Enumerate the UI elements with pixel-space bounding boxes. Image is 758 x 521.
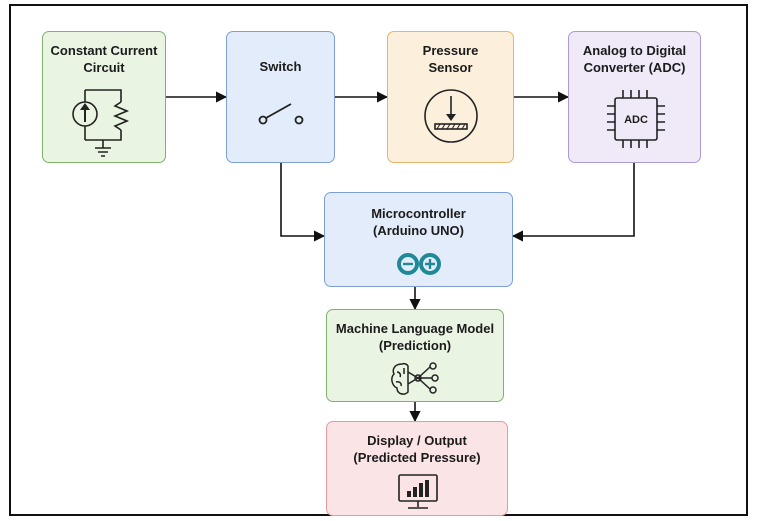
pressure-sensor-title: Pressure Sensor — [422, 43, 479, 75]
microcontroller-block: Microcontroller (Arduino UNO) — [324, 192, 513, 287]
arduino-logo-icon — [397, 253, 441, 275]
adc-chip-label: ADC — [624, 114, 648, 126]
pressure-sensor-block: Pressure Sensor — [387, 31, 514, 163]
switch-icon — [258, 103, 304, 125]
current-source-icon — [72, 89, 130, 157]
display-output-title: Display / Output (Predicted Pressure) — [353, 433, 481, 465]
switch-title: Switch — [259, 59, 302, 74]
arrow-switch-to-mcu — [280, 163, 326, 242]
ml-model-block: Machine Language Model (Prediction) — [326, 309, 504, 402]
chip-icon: ADC — [607, 90, 665, 148]
switch-block: Switch — [226, 31, 335, 163]
microcontroller-title: Microcontroller (Arduino UNO) — [371, 206, 466, 238]
arrow-adc-to-mcu — [511, 163, 635, 242]
adc-block: Analog to Digital Converter (ADC) ADC — [568, 31, 701, 163]
brain-network-icon — [391, 362, 439, 395]
adc-title: Analog to Digital Converter (ADC) — [582, 43, 687, 75]
display-output-block: Display / Output (Predicted Pressure) — [326, 421, 508, 516]
ml-model-title: Machine Language Model (Prediction) — [335, 321, 495, 353]
constant-current-block: Constant Current Circuit — [42, 31, 166, 163]
monitor-chart-icon — [398, 474, 438, 509]
constant-current-title: Constant Current Circuit — [50, 43, 158, 75]
pressure-sensor-icon — [424, 89, 478, 143]
